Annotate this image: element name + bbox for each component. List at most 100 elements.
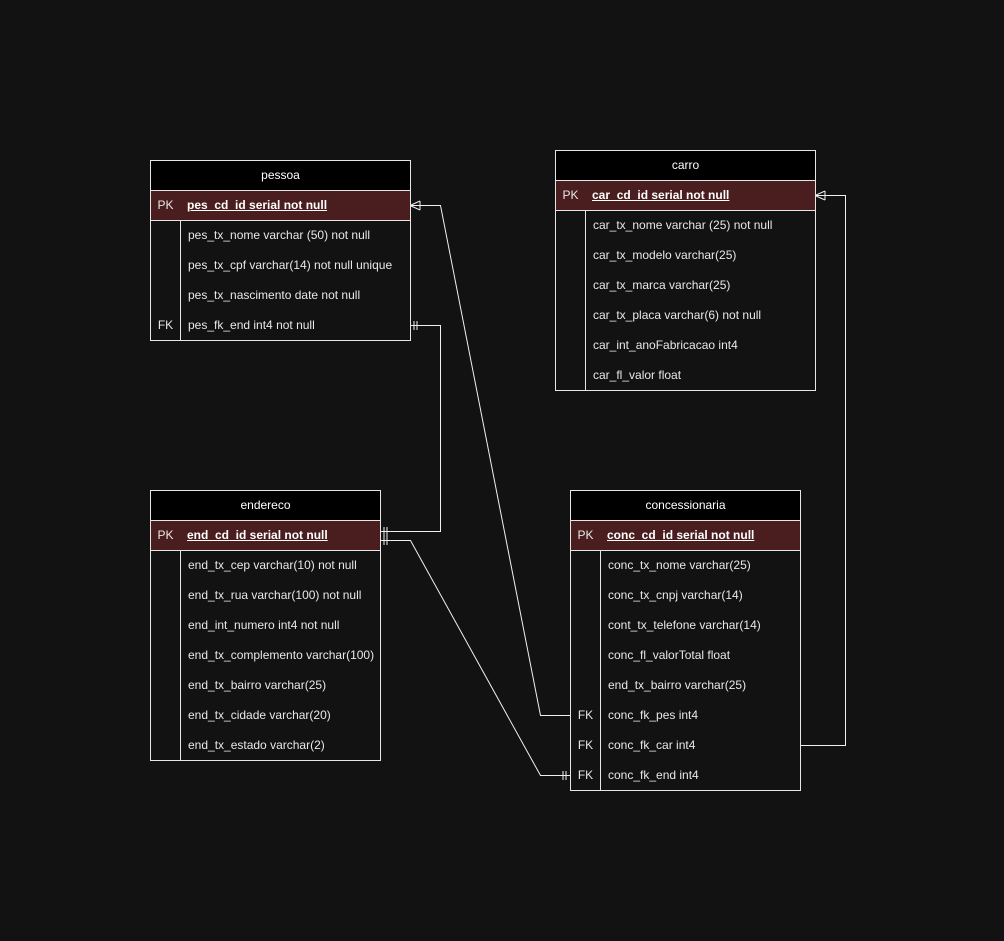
field-label: conc_fk_end int4	[608, 768, 699, 782]
key-label: PK	[157, 528, 174, 542]
entity-title: pessoa	[151, 161, 410, 191]
field-label: conc_fl_valorTotal float	[608, 648, 731, 662]
key-label	[151, 251, 181, 281]
key-label	[151, 221, 181, 251]
field-label: conc_fk_car int4	[608, 738, 696, 752]
key-label: FK	[571, 761, 601, 791]
entity-title: concessionaria	[571, 491, 800, 521]
link-concessionaria-carro	[800, 195, 846, 746]
field-label: car_tx_marca varchar(25)	[593, 278, 731, 292]
key-label	[556, 361, 586, 391]
table-row[interactable]: PK conc_cd_id serial not null	[571, 521, 800, 551]
field-label: pes_cd_id serial not null	[187, 198, 328, 212]
table-row[interactable]: pes_tx_nascimento date not null	[151, 281, 410, 311]
table-row[interactable]: FK conc_fk_end int4	[571, 761, 800, 791]
field-label: cont_tx_telefone varchar(14)	[608, 618, 761, 632]
table-row[interactable]: conc_fl_valorTotal float	[571, 641, 800, 671]
entity-concessionaria[interactable]: concessionaria PK conc_cd_id serial not n…	[570, 490, 801, 791]
key-label	[151, 581, 181, 611]
table-row[interactable]: conc_tx_nome varchar(25)	[571, 551, 800, 581]
field-label: end_tx_estado varchar(2)	[188, 738, 325, 752]
key-label	[151, 281, 181, 311]
field-label: end_tx_bairro varchar(25)	[188, 678, 327, 692]
key-label	[151, 551, 181, 581]
table-row[interactable]: end_int_numero int4 not null	[151, 611, 380, 641]
table-row[interactable]: end_tx_estado varchar(2)	[151, 731, 380, 761]
table-row[interactable]: pes_tx_cpf varchar(14) not null unique	[151, 251, 410, 281]
table-row[interactable]: cont_tx_telefone varchar(14)	[571, 611, 800, 641]
table-row[interactable]: car_tx_modelo varchar(25)	[556, 241, 815, 271]
entity-title: endereco	[151, 491, 380, 521]
field-label: conc_tx_nome varchar(25)	[608, 558, 751, 572]
field-label: end_int_numero int4 not null	[188, 618, 340, 632]
key-label: FK	[571, 731, 601, 761]
field-label: car_tx_modelo varchar(25)	[593, 248, 737, 262]
key-label	[571, 581, 601, 611]
field-label: car_int_anoFabricacao int4	[593, 338, 738, 352]
entity-pessoa[interactable]: pessoa PK pes_cd_id serial not null pes_t…	[150, 160, 411, 341]
field-label: end_tx_complemento varchar(100)	[188, 648, 375, 662]
table-row[interactable]: car_tx_nome varchar (25) not null	[556, 211, 815, 241]
field-label: conc_fk_pes int4	[608, 708, 699, 722]
table-row[interactable]: FK conc_fk_car int4	[571, 731, 800, 761]
field-label: end_tx_bairro varchar(25)	[608, 678, 747, 692]
table-row[interactable]: end_tx_complemento varchar(100)	[151, 641, 380, 671]
field-label: pes_tx_nascimento date not null	[188, 288, 361, 302]
field-label: pes_fk_end int4 not null	[188, 318, 315, 332]
key-label: PK	[577, 528, 594, 542]
key-label: FK	[571, 701, 601, 731]
table-row[interactable]: conc_tx_cnpj varchar(14)	[571, 581, 800, 611]
key-label	[556, 301, 586, 331]
field-label: end_tx_cep varchar(10) not null	[188, 558, 357, 572]
field-label: end_cd_id serial not null	[187, 528, 328, 542]
key-label	[556, 271, 586, 301]
table-row[interactable]: end_tx_rua varchar(100) not null	[151, 581, 380, 611]
field-label: pes_tx_nome varchar (50) not null	[188, 228, 371, 242]
key-label	[151, 731, 181, 761]
table-row[interactable]: PK pes_cd_id serial not null	[151, 191, 410, 221]
key-label	[571, 641, 601, 671]
field-label: car_fl_valor float	[593, 368, 682, 382]
entity-title: carro	[556, 151, 815, 181]
field-label: end_tx_cidade varchar(20)	[188, 708, 331, 722]
key-label: PK	[157, 198, 174, 212]
key-label	[571, 551, 601, 581]
table-row[interactable]: car_tx_marca varchar(25)	[556, 271, 815, 301]
table-row[interactable]: FK pes_fk_end int4 not null	[151, 311, 410, 341]
field-label: end_tx_rua varchar(100) not null	[188, 588, 362, 602]
key-label	[151, 701, 181, 731]
field-label: car_tx_nome varchar (25) not null	[593, 218, 773, 232]
field-label: conc_cd_id serial not null	[607, 528, 755, 542]
table-row[interactable]: PK end_cd_id serial not null	[151, 521, 380, 551]
table-row[interactable]: FK conc_fk_pes int4	[571, 701, 800, 731]
table-row[interactable]: end_tx_cep varchar(10) not null	[151, 551, 380, 581]
key-label	[571, 671, 601, 701]
entity-endereco[interactable]: endereco PK end_cd_id serial not null end…	[150, 490, 381, 761]
key-label	[556, 241, 586, 271]
table-row[interactable]: PK car_cd_id serial not null	[556, 181, 815, 211]
link-pessoa-endereco	[380, 325, 441, 532]
key-label	[556, 331, 586, 361]
table-row[interactable]: end_tx_bairro varchar(25)	[151, 671, 380, 701]
key-label	[151, 671, 181, 701]
key-label	[151, 641, 181, 671]
table-row[interactable]: end_tx_bairro varchar(25)	[571, 671, 800, 701]
link-concessionaria-pessoa	[410, 205, 571, 716]
entity-carro[interactable]: carro PK car_cd_id serial not null car_tx…	[555, 150, 816, 391]
field-label: pes_tx_cpf varchar(14) not null unique	[188, 258, 393, 272]
key-label	[151, 611, 181, 641]
table-row[interactable]: pes_tx_nome varchar (50) not null	[151, 221, 410, 251]
key-label: FK	[151, 311, 181, 341]
key-label	[556, 211, 586, 241]
field-label: conc_tx_cnpj varchar(14)	[608, 588, 743, 602]
table-row[interactable]: end_tx_cidade varchar(20)	[151, 701, 380, 731]
key-label: PK	[562, 188, 579, 202]
table-row[interactable]: car_fl_valor float	[556, 361, 815, 391]
field-label: car_tx_placa varchar(6) not null	[593, 308, 762, 322]
table-row[interactable]: car_int_anoFabricacao int4	[556, 331, 815, 361]
link-concessionaria-endereco	[380, 540, 571, 776]
key-label	[571, 611, 601, 641]
table-row[interactable]: car_tx_placa varchar(6) not null	[556, 301, 815, 331]
field-label: car_cd_id serial not null	[592, 188, 730, 202]
